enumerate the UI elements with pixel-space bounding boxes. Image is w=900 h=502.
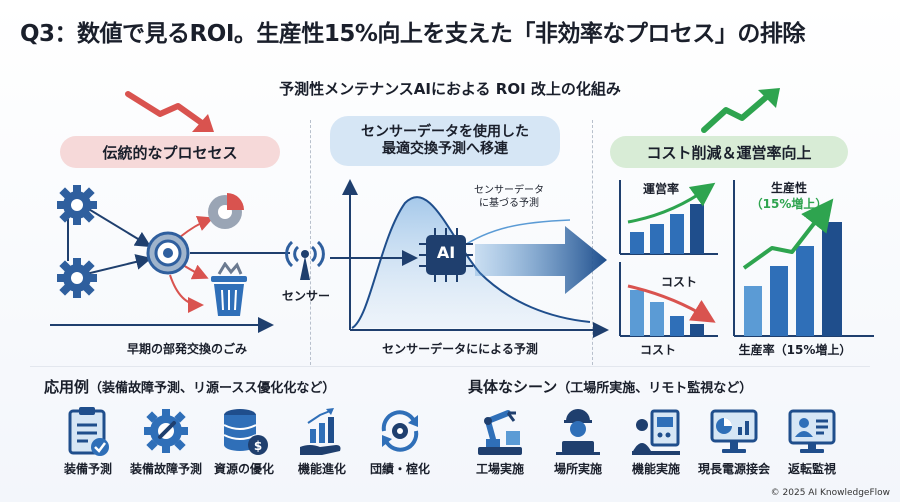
pie-chart-icon [208, 193, 244, 229]
scenes-title-main: 具体なシーン [468, 378, 558, 396]
big-right-arrow-icon [475, 226, 607, 294]
robot-arm-icon [472, 404, 528, 458]
up-trend-arrow-icon [701, 88, 780, 133]
benefit-charts [619, 180, 874, 337]
sensor-prediction-label-line2: 最適交換予測へ移連 [382, 141, 508, 157]
traditional-process-label: 伝統的なプロセセス [60, 136, 280, 168]
database-coin-icon: $ [216, 404, 272, 458]
chart-cost-label: コスト [661, 275, 698, 289]
copyright: © 2025 AI KnowledgeFlow [770, 488, 890, 498]
gear-wrench-icon [138, 404, 194, 458]
chart-bottom-label: コスト [640, 343, 677, 357]
scene-label-4: 現長電源接会 [697, 462, 770, 476]
applications-title: 応用例（装備故障予測、リ源ースス優化化など） [44, 376, 335, 397]
scene-label-2: 場所実施 [553, 462, 602, 476]
sensor-antenna-icon [285, 240, 325, 280]
cost-reduction-label: コスト削減＆運営率向上 [610, 136, 848, 168]
scenes-title: 具体なシーン（工場所実施、リモト監視など） [468, 376, 752, 397]
applications-title-note: （装備故障予測、リ源ースス優化化など） [89, 381, 336, 396]
diagram-subtitle: 予測性メンテナンスAIにおよる ROI 改上の化組み [279, 80, 621, 98]
chart-big-axis-label: 生産率（15%増上） [738, 343, 852, 357]
section-divider [30, 366, 870, 367]
scene-label-5: 返転監視 [787, 462, 836, 476]
operator-machine-icon [628, 404, 684, 458]
app-label-4: 機能進化 [297, 462, 346, 476]
ai-chip-label: AI [436, 243, 456, 262]
trash-bin-icon [211, 262, 247, 316]
left-axis-label: 早期の部発交換のごみ [126, 342, 247, 356]
worker-laptop-icon [550, 404, 606, 458]
scenes-title-note: （工場所実施、リモト監視など） [557, 381, 753, 396]
gear-icon [57, 185, 97, 225]
scene-label-3: 機能実施 [631, 462, 680, 476]
sensor-prediction-curve [330, 179, 609, 338]
app-label-2: 装備故障予測 [129, 462, 202, 476]
svg-text:$: $ [254, 439, 262, 453]
app-label-3: 資源の優化 [213, 462, 274, 476]
bearing-icon [146, 231, 190, 275]
app-label-1: 装備予測 [63, 462, 112, 476]
chart-top-label: 運営率 [643, 182, 680, 196]
remote-monitor-icon [784, 404, 840, 458]
chart-big-label-line1: 生産性 [770, 181, 807, 195]
sensor-prediction-label: センサーデータを使用した 最適交換予測へ移連 [330, 116, 560, 166]
sensor-prediction-label-line1: センサーデータを使用した [361, 123, 529, 140]
gear-cycle-icon [372, 404, 428, 458]
clipboard-check-icon [60, 404, 116, 458]
monitor-chart-icon [706, 404, 762, 458]
down-trend-arrow-icon [125, 91, 214, 132]
curve-label: センサーデータ に基づる予測 [464, 184, 554, 210]
chart-big-label-line2: （15%増上） [750, 197, 828, 212]
scene-label-1: 工場実施 [475, 462, 524, 476]
curve-label-line2: に基づる予測 [479, 198, 539, 209]
sensor-label: センサー [281, 289, 330, 303]
panel-divider-right [592, 120, 593, 365]
app-label-5: 団績・榁化 [369, 462, 430, 476]
curve-label-line1: センサーデータ [474, 185, 544, 196]
hand-chart-icon [294, 404, 350, 458]
chart-big-label: 生産性 （15%増上） [744, 180, 834, 212]
middle-axis-label: センサーデータにによる予測 [382, 342, 538, 356]
ai-chip-icon [419, 228, 473, 282]
gear-icon [57, 258, 97, 298]
applications-title-main: 応用例 [44, 378, 90, 396]
page-title: Q3：数値で見るROI。生産性15%向上を支えた「非効率なプロセス」の排除 [20, 21, 805, 47]
panel-divider-left [310, 120, 311, 365]
